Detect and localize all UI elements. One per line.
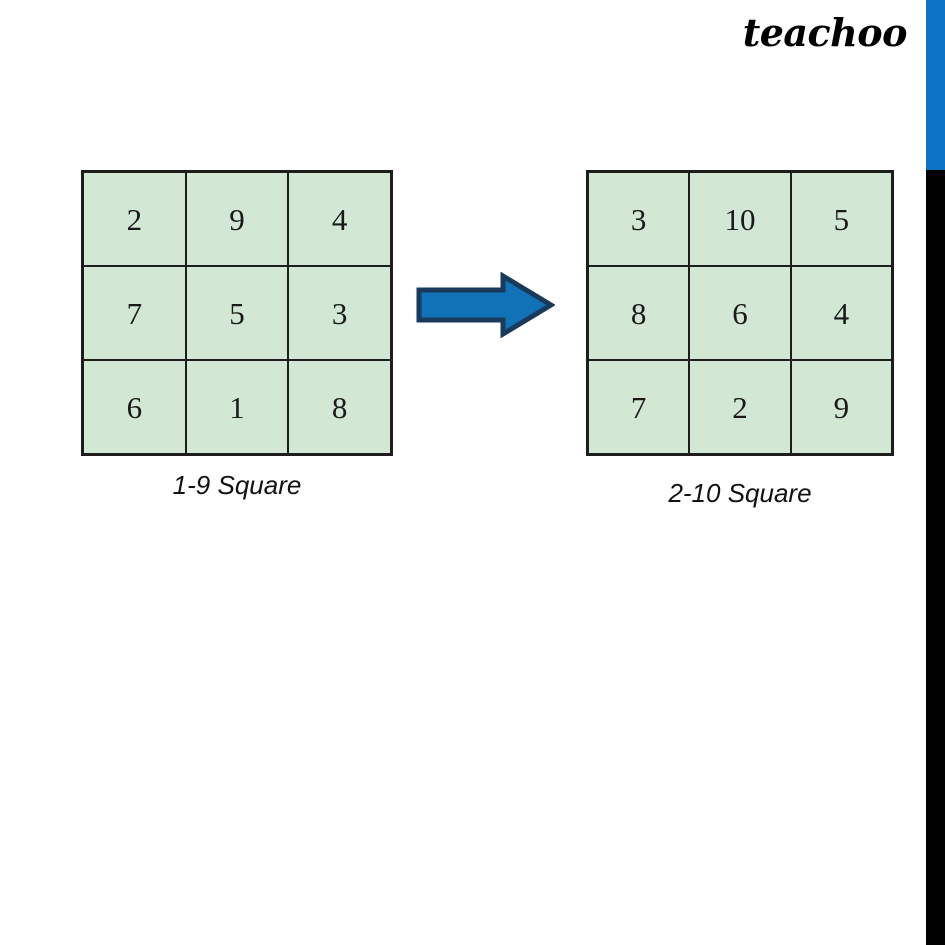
magic-square-left: 2 9 4 7 5 3 6 1 8 1-9 Square (81, 170, 393, 501)
magic-cell: 1 (186, 361, 288, 453)
magic-cell: 8 (289, 361, 390, 453)
transformation-arrow-icon (416, 272, 555, 338)
brand-logo: teachoo (742, 10, 908, 55)
magic-cell: 9 (791, 361, 891, 453)
edge-bar-blue (926, 0, 945, 170)
magic-cell: 5 (791, 173, 891, 265)
magic-cell: 3 (289, 267, 390, 359)
magic-cell: 10 (690, 173, 790, 265)
magic-cell: 6 (690, 267, 790, 359)
edge-bar-black (926, 170, 945, 945)
magic-square-caption: 2-10 Square (668, 478, 812, 508)
magic-square-grid: 3 10 5 8 6 4 7 2 9 (586, 170, 894, 456)
magic-cell: 9 (186, 173, 288, 265)
magic-cell: 5 (186, 267, 288, 359)
magic-cell: 8 (589, 267, 689, 359)
magic-square-right: 3 10 5 8 6 4 7 2 9 2-10 Square (586, 170, 894, 509)
magic-cell: 2 (84, 173, 185, 265)
magic-cell: 7 (84, 267, 185, 359)
magic-cell: 4 (289, 173, 390, 265)
magic-cell: 4 (791, 267, 891, 359)
magic-cell: 2 (690, 361, 790, 453)
magic-cell: 6 (84, 361, 185, 453)
magic-square-caption: 1-9 Square (172, 470, 302, 500)
magic-cell: 7 (589, 361, 689, 453)
magic-square-grid: 2 9 4 7 5 3 6 1 8 (81, 170, 393, 456)
magic-cell: 3 (589, 173, 689, 265)
